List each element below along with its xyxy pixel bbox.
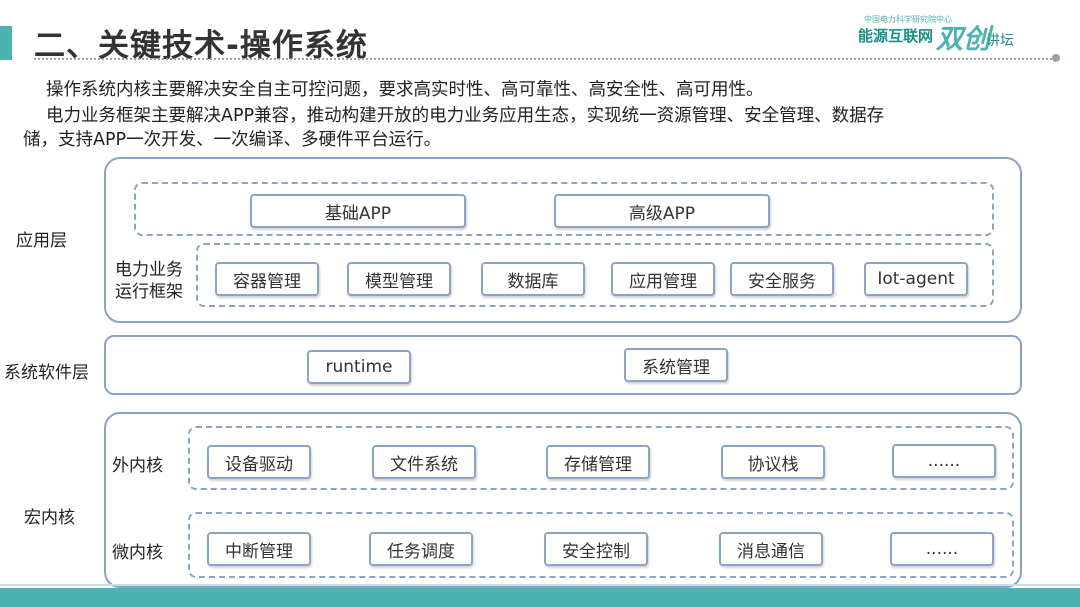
- model-mgmt-box: 模型管理: [347, 262, 451, 296]
- title-divider: [34, 58, 1060, 60]
- advanced-app-box: 高级APP: [554, 194, 770, 228]
- logo-suffix: 讲坛: [986, 33, 1014, 49]
- micro-more-box: ......: [890, 532, 994, 566]
- device-driver-box: 设备驱动: [207, 445, 311, 479]
- micro-kernel-label: 微内核: [112, 543, 163, 563]
- outer-more-box: ......: [892, 444, 996, 478]
- basic-app-box: 基础APP: [250, 194, 466, 228]
- container-mgmt-box: 容器管理: [215, 262, 319, 296]
- footer-bar: [0, 588, 1080, 607]
- intro-line-3: 储，支持APP一次开发、一次编译、多硬件平台运行。: [23, 130, 442, 150]
- intro-line-2: 电力业务框架主要解决APP兼容，推动构建开放的电力业务应用生态，实现统一资源管理…: [46, 106, 885, 126]
- kernel-layer-label: 宏内核: [24, 508, 75, 528]
- intro-line-1: 操作系统内核主要解决安全自主可控问题，要求高实时性、高可靠性、高安全性、高可用性…: [46, 80, 764, 100]
- logo-name: 能源互联网: [858, 27, 934, 45]
- framework-label-1: 电力业务: [115, 260, 183, 280]
- app-layer-label: 应用层: [16, 231, 67, 251]
- outer-kernel-group: [188, 426, 1014, 490]
- title-accent-bar: [0, 26, 12, 60]
- security-control-box: 安全控制: [544, 532, 648, 566]
- outer-kernel-label: 外内核: [112, 456, 163, 476]
- interrupt-mgmt-box: 中断管理: [207, 532, 311, 566]
- framework-label-2: 运行框架: [115, 282, 183, 302]
- apps-group: [134, 182, 994, 236]
- framework-group: [196, 243, 994, 307]
- system-layer-box: [104, 335, 1022, 395]
- security-service-box: 安全服务: [730, 262, 834, 296]
- file-system-box: 文件系统: [372, 445, 476, 479]
- database-box: 数据库: [481, 262, 585, 296]
- micro-kernel-group: [188, 512, 1014, 578]
- system-mgmt-box: 系统管理: [624, 348, 728, 382]
- title-divider-dot: [1052, 54, 1060, 62]
- runtime-box: runtime: [307, 350, 411, 384]
- task-scheduling-box: 任务调度: [369, 532, 473, 566]
- logo-small-text: 中国电力科学研究院中心: [864, 15, 952, 24]
- logo-highlight: 双创: [936, 24, 990, 55]
- app-mgmt-box: 应用管理: [611, 262, 715, 296]
- system-layer-label: 系统软件层: [4, 363, 89, 383]
- iot-agent-box: Iot-agent: [864, 262, 968, 296]
- forum-logo: 中国电力科学研究院中心 能源互联网 双创 讲坛: [858, 14, 1058, 55]
- footer-line: [0, 584, 1080, 586]
- storage-mgmt-box: 存储管理: [546, 445, 650, 479]
- message-comm-box: 消息通信: [719, 532, 823, 566]
- protocol-stack-box: 协议栈: [721, 445, 825, 479]
